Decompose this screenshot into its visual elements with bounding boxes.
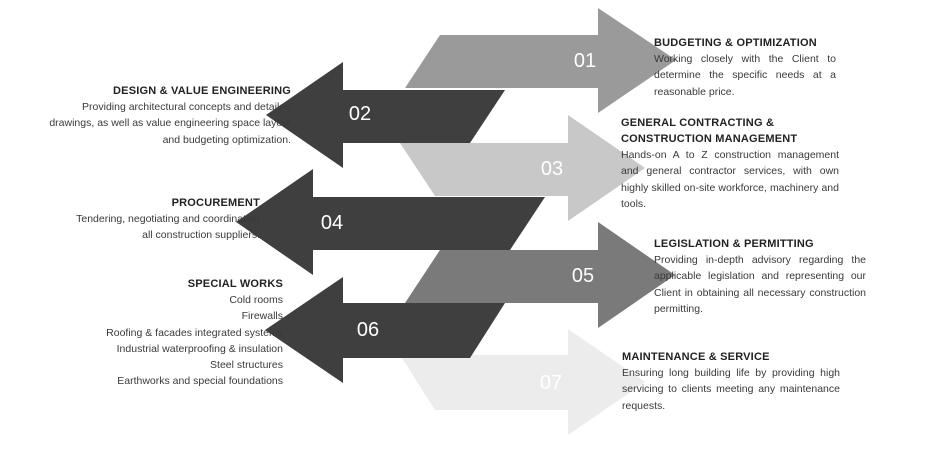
step-02-text: DESIGN & VALUE ENGINEERING Providing arc… <box>40 83 291 148</box>
arrow-04-shape <box>236 169 545 275</box>
step-05-text: LEGISLATION & PERMITTING Providing in-de… <box>654 236 866 317</box>
step-06-text: SPECIAL WORKS Cold rooms Firewalls Roofi… <box>50 276 283 390</box>
step-number-02: 02 <box>349 103 371 125</box>
step-01-text: BUDGETING & OPTIMIZATION Working closely… <box>654 35 836 100</box>
step-03-title-line-1: GENERAL CONTRACTING & <box>621 117 775 129</box>
step-07-text: MAINTENANCE & SERVICE Ensuring long buil… <box>622 349 840 414</box>
step-04-title: PROCUREMENT <box>171 197 260 209</box>
step-05-description: Providing in-depth advisory regarding th… <box>654 254 866 315</box>
step-02-title: DESIGN & VALUE ENGINEERING <box>113 85 291 97</box>
step-06-item: Cold rooms <box>229 294 283 306</box>
step-04-description-line-1: Tendering, negotiating and coordinating <box>76 213 260 225</box>
step-05-title: LEGISLATION & PERMITTING <box>654 238 814 250</box>
step-number-07: 07 <box>540 372 562 394</box>
step-04-text: PROCUREMENT Tendering, negotiating and c… <box>20 195 260 244</box>
step-number-03: 03 <box>541 158 563 180</box>
step-03-description: Hands-on A to Z construction management … <box>621 149 839 210</box>
arrow-02-shape <box>266 62 505 168</box>
step-06-title: SPECIAL WORKS <box>187 278 283 290</box>
step-06-item: Firewalls <box>241 310 283 323</box>
step-03-text: GENERAL CONTRACTING & CONSTRUCTION MANAG… <box>621 115 839 212</box>
step-06-item: Industrial waterproofing & insulation <box>116 342 283 355</box>
step-06-item: Roofing & facades integrated systems <box>106 326 283 339</box>
step-07-description: Ensuring long building life by providing… <box>622 367 840 412</box>
step-03-title-line-2: CONSTRUCTION MANAGEMENT <box>621 133 798 145</box>
arrow-03-shape <box>400 115 645 221</box>
step-number-06: 06 <box>357 319 379 341</box>
step-number-05: 05 <box>572 265 594 287</box>
step-06-item: Earthworks and special foundations <box>117 375 283 388</box>
step-01-description: Working closely with the Client to deter… <box>654 53 836 98</box>
step-07-title: MAINTENANCE & SERVICE <box>622 351 770 363</box>
step-06-item: Steel structures <box>210 359 283 372</box>
step-01-title: BUDGETING & OPTIMIZATION <box>654 37 817 49</box>
step-02-description: Providing architectural concepts and det… <box>49 101 291 146</box>
arrow-06-shape <box>265 277 505 383</box>
arrow-01-shape <box>405 8 676 113</box>
arrow-05-shape <box>405 222 675 328</box>
step-number-04: 04 <box>321 212 343 234</box>
step-number-01: 01 <box>574 50 596 72</box>
step-04-description-line-2: all construction suppliers. <box>142 229 260 242</box>
